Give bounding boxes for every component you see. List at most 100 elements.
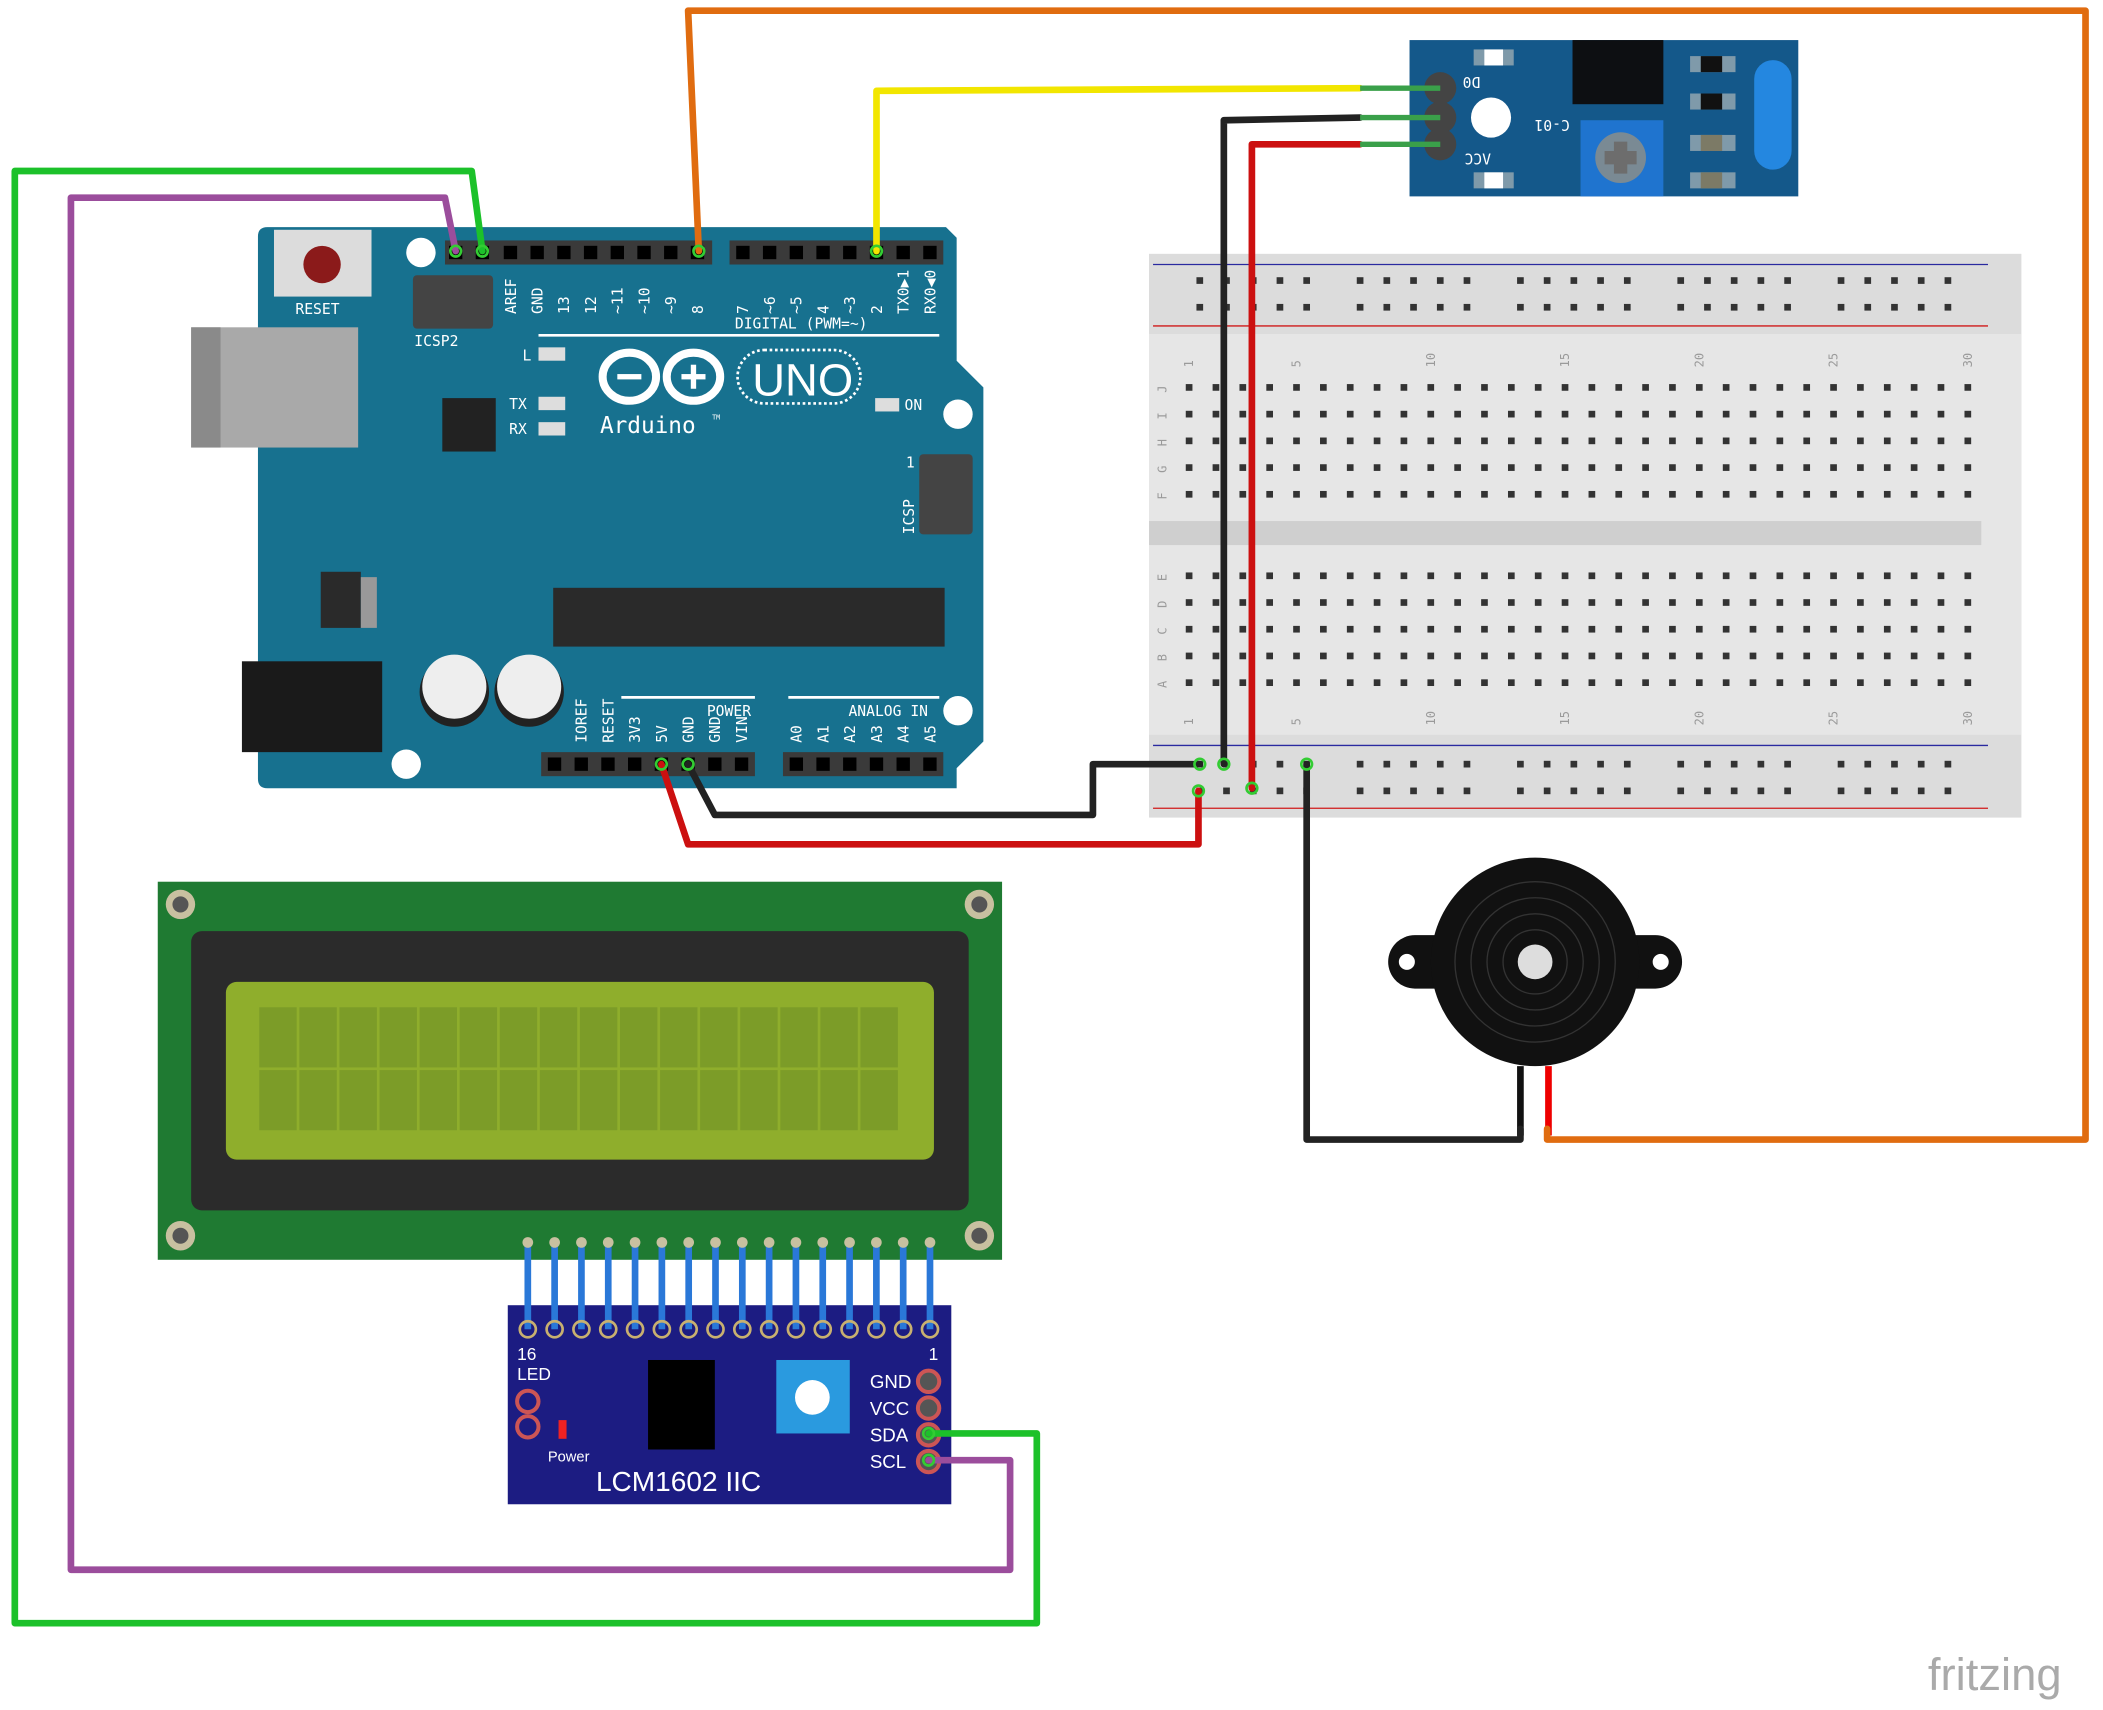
- breadboard-hole[interactable]: [1695, 410, 1703, 418]
- power-rail-hole[interactable]: [1570, 760, 1578, 768]
- breadboard-hole[interactable]: [1803, 625, 1811, 633]
- breadboard-hole[interactable]: [1588, 652, 1596, 660]
- breadboard-hole[interactable]: [1830, 410, 1837, 418]
- breadboard-hole[interactable]: [1185, 599, 1193, 606]
- purple-wire-scl[interactable]: [67, 194, 1014, 1574]
- breadboard-hole[interactable]: [1642, 599, 1649, 606]
- digital-pin[interactable]: [664, 245, 678, 260]
- digital-pin[interactable]: [736, 245, 750, 260]
- breadboard-hole[interactable]: [1293, 679, 1300, 687]
- wire-endpoint[interactable]: [921, 1426, 936, 1441]
- analog-pin[interactable]: [789, 757, 804, 771]
- breadboard-hole[interactable]: [1239, 464, 1247, 471]
- power-pin[interactable]: [734, 757, 749, 771]
- breadboard-hole[interactable]: [1239, 599, 1247, 606]
- breadboard-hole[interactable]: [1642, 437, 1649, 445]
- adapter-header-pin-gnd[interactable]: [915, 1368, 942, 1395]
- breadboard-hole[interactable]: [1588, 384, 1596, 391]
- digital-pin[interactable]: [557, 245, 571, 260]
- breadboard-hole[interactable]: [1642, 464, 1649, 471]
- breadboard-hole[interactable]: [1507, 410, 1515, 418]
- power-rail-hole[interactable]: [1436, 760, 1444, 768]
- power-rail-hole[interactable]: [1864, 760, 1872, 768]
- breadboard-hole[interactable]: [1400, 572, 1408, 580]
- breadboard-hole[interactable]: [1239, 490, 1247, 498]
- power-rail-hole[interactable]: [1410, 303, 1417, 311]
- breadboard-hole[interactable]: [1293, 490, 1300, 498]
- power-rail-hole[interactable]: [1436, 277, 1444, 284]
- power-rail-hole[interactable]: [1757, 760, 1765, 768]
- breadboard-hole[interactable]: [1588, 464, 1596, 471]
- breadboard-hole[interactable]: [1373, 437, 1381, 445]
- breadboard-hole[interactable]: [1481, 410, 1488, 418]
- breadboard-hole[interactable]: [1266, 652, 1273, 660]
- breadboard-hole[interactable]: [1615, 437, 1623, 445]
- power-rail-hole[interactable]: [1570, 303, 1578, 311]
- breadboard-hole[interactable]: [1185, 679, 1193, 687]
- breadboard-hole[interactable]: [1776, 490, 1784, 498]
- breadboard-hole[interactable]: [1883, 437, 1891, 445]
- breadboard-hole[interactable]: [1830, 437, 1837, 445]
- breadboard-hole[interactable]: [1212, 490, 1220, 498]
- breadboard-hole[interactable]: [1212, 652, 1220, 660]
- power-rail-hole[interactable]: [1837, 277, 1845, 284]
- breadboard-hole[interactable]: [1669, 464, 1676, 471]
- breadboard-hole[interactable]: [1454, 625, 1461, 633]
- breadboard-hole[interactable]: [1481, 464, 1488, 471]
- breadboard-hole[interactable]: [1857, 490, 1864, 498]
- breadboard-hole[interactable]: [1561, 572, 1569, 580]
- breadboard-hole[interactable]: [1910, 572, 1918, 580]
- breadboard-hole[interactable]: [1910, 599, 1918, 606]
- black-wire-arduino-gnd[interactable]: [684, 760, 1204, 819]
- power-rail-hole[interactable]: [1517, 760, 1524, 768]
- breadboard-hole[interactable]: [1695, 490, 1703, 498]
- breadboard-hole[interactable]: [1185, 625, 1193, 633]
- breadboard-hole[interactable]: [1400, 652, 1408, 660]
- breadboard-hole[interactable]: [1481, 384, 1488, 391]
- breadboard-hole[interactable]: [1185, 572, 1193, 580]
- breadboard-hole[interactable]: [1937, 490, 1945, 498]
- breadboard-hole[interactable]: [1400, 464, 1408, 471]
- power-rail-hole[interactable]: [1597, 787, 1604, 795]
- breadboard-hole[interactable]: [1320, 572, 1327, 580]
- breadboard-hole[interactable]: [1830, 679, 1837, 687]
- breadboard-hole[interactable]: [1964, 437, 1972, 445]
- breadboard-hole[interactable]: [1964, 464, 1972, 471]
- breadboard-hole[interactable]: [1776, 410, 1784, 418]
- breadboard-hole[interactable]: [1588, 410, 1596, 418]
- power-rail-hole[interactable]: [1463, 787, 1471, 795]
- breadboard-hole[interactable]: [1346, 490, 1354, 498]
- breadboard-hole[interactable]: [1722, 490, 1730, 498]
- power-rail-hole[interactable]: [1837, 760, 1845, 768]
- wire-endpoint[interactable]: [475, 244, 490, 258]
- power-rail-hole[interactable]: [1757, 787, 1765, 795]
- power-rail-hole[interactable]: [1196, 303, 1204, 311]
- breadboard-hole[interactable]: [1669, 599, 1676, 606]
- power-rail-hole[interactable]: [1623, 303, 1631, 311]
- breadboard-hole[interactable]: [1749, 437, 1757, 445]
- breadboard-hole[interactable]: [1373, 652, 1381, 660]
- breadboard-hole[interactable]: [1910, 384, 1918, 391]
- breadboard-hole[interactable]: [1239, 384, 1247, 391]
- power-rail-hole[interactable]: [1891, 787, 1898, 795]
- breadboard-hole[interactable]: [1910, 625, 1918, 633]
- breadboard-hole[interactable]: [1642, 679, 1649, 687]
- digital-pin[interactable]: [923, 245, 937, 260]
- green-wire-sda[interactable]: [11, 167, 1041, 1627]
- breadboard-hole[interactable]: [1239, 437, 1247, 445]
- breadboard-hole[interactable]: [1400, 410, 1408, 418]
- breadboard-hole[interactable]: [1400, 490, 1408, 498]
- breadboard-hole[interactable]: [1185, 410, 1193, 418]
- breadboard-hole[interactable]: [1615, 652, 1623, 660]
- breadboard-hole[interactable]: [1695, 679, 1703, 687]
- breadboard-hole[interactable]: [1239, 625, 1247, 633]
- power-rail-hole[interactable]: [1944, 277, 1952, 284]
- breadboard-hole[interactable]: [1830, 384, 1837, 391]
- breadboard-hole[interactable]: [1937, 625, 1945, 633]
- breadboard-hole[interactable]: [1481, 572, 1488, 580]
- adapter-header-pin-vcc[interactable]: [915, 1395, 942, 1421]
- breadboard-hole[interactable]: [1776, 464, 1784, 471]
- power-rail-hole[interactable]: [1196, 277, 1204, 284]
- power-rail-hole[interactable]: [1597, 303, 1604, 311]
- breadboard-hole[interactable]: [1749, 572, 1757, 580]
